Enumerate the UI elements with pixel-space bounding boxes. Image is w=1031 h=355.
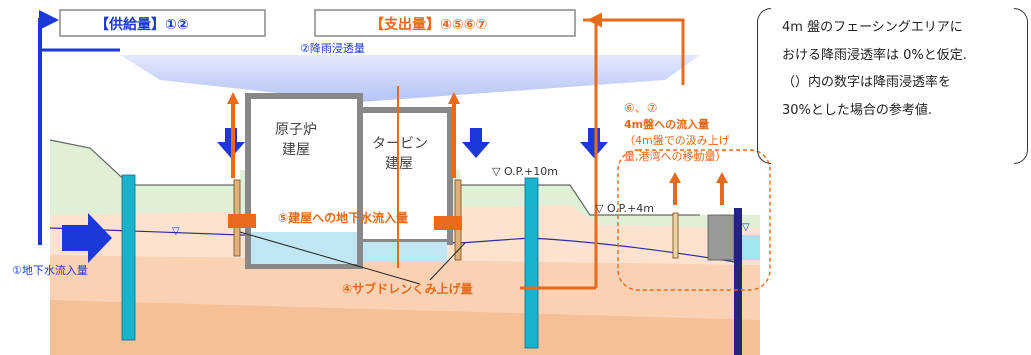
supply-box-label: 【供給量】①②: [95, 16, 189, 33]
soil-layer-lower: [50, 300, 760, 355]
op10-label: ▽ O.P.+10m: [492, 165, 558, 178]
ground-outline: [49, 139, 700, 216]
note-line-2: おける降雨浸透率は 0%と仮定.: [782, 47, 967, 63]
supply-flow-line: ①地下水流入量: [12, 10, 120, 277]
flow4m-up-arrow-2: [716, 172, 728, 205]
reactor-building: 原子炉 建屋: [245, 93, 363, 269]
flow4m-up-arrow-1: [669, 172, 681, 205]
rain-arrow-2: [462, 128, 490, 158]
expenditure-box-label: 【支出量】④⑤⑥⑦: [370, 16, 487, 33]
note-line-3: （）内の数字は降雨浸透率を: [782, 75, 952, 90]
flow4m-dashed-area: [617, 149, 771, 291]
assumption-note: 4m 盤のフェーシングエリアに おける降雨浸透率は 0%と仮定. （）内の数字は…: [758, 8, 1028, 164]
subdrain-up-arrow-right: [448, 92, 460, 178]
reactor-building-label-2: 建屋: [282, 142, 310, 158]
flow4m-label-3: （4m盤での汲み上げ: [624, 134, 730, 147]
turbine-building: タービン 建屋: [355, 107, 453, 262]
water-level-mark-sea: ▽: [742, 222, 750, 233]
flow4m-label: ⑥、⑦ 4m盤への流入量 （4m盤での汲み上げ 量,港湾への移動量）: [624, 101, 730, 163]
rain-arrow-3: [580, 128, 608, 158]
reactor-building-label-1: 原子炉: [275, 122, 317, 138]
well-middle: [524, 177, 539, 349]
note-line-4: 30%とした場合の参考値.: [782, 102, 933, 118]
sea-water: [742, 235, 760, 260]
water-level-mark-left: ▽: [172, 226, 180, 237]
flow4m-label-2: 4m盤への流入量: [624, 117, 709, 131]
subdrain-label: ④サブドレンくみ上げ量: [342, 281, 473, 296]
seawall-block: [707, 214, 735, 261]
groundwater-inflow-label: ①地下水流入量: [12, 263, 88, 277]
flow4m-label-1: ⑥、⑦: [624, 101, 658, 115]
groundwater-inflow-arrow: [62, 213, 112, 263]
expenditure-arrows: [227, 92, 728, 230]
rain-infiltration-band: ②降雨浸透量: [120, 41, 700, 102]
expenditure-lines: [239, 12, 685, 290]
building-inflow-label: ⑤建屋への地下水流入量: [278, 210, 408, 225]
supply-box: 【供給量】①②: [59, 9, 266, 37]
op4-label: ▽ O.P.+4m: [595, 202, 654, 215]
ground-section: [49, 139, 760, 355]
expenditure-box: 【支出量】④⑤⑥⑦: [314, 9, 576, 37]
seawall-pile: [734, 208, 742, 355]
turbine-building-label-1: タービン: [372, 136, 428, 152]
subdrain-up-arrow-left: [227, 92, 239, 178]
rain-infiltration-label: ②降雨浸透量: [300, 41, 365, 55]
note-line-1: 4m 盤のフェーシングエリアに: [782, 20, 963, 35]
flow4m-label-4: 量,港湾への移動量）: [624, 149, 727, 163]
pile-4m-1: [672, 212, 679, 259]
well-left: [121, 174, 136, 341]
